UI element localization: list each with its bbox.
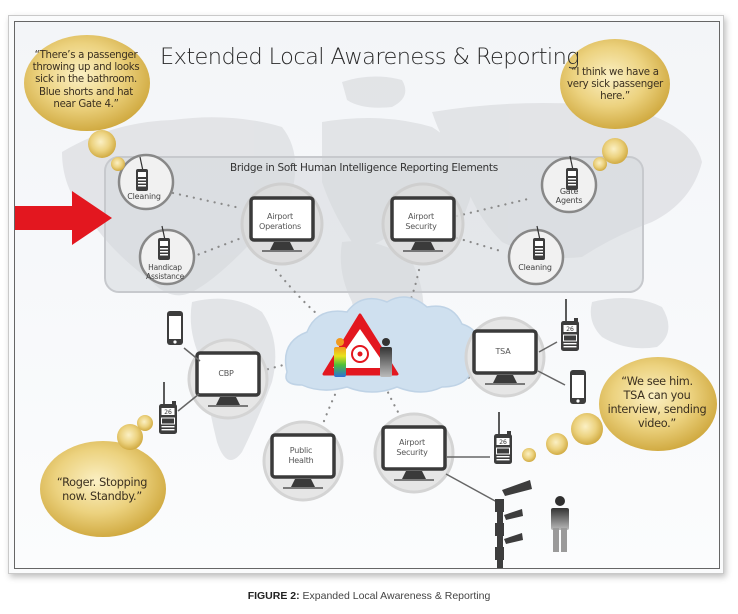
bubble-line: video.” [637,417,676,430]
node-cbp [187,338,269,420]
bubble-line: near Gate 4.” [53,98,119,110]
bubble-gate-agent-report [560,39,670,171]
node-label-cleaning-1: Cleaning [127,192,161,201]
bubble-text-gate-agent-report: “I think we have a very sick passenger h… [560,67,670,104]
smartphone-icon-tsa [570,370,586,404]
figure-canvas: 26 [14,21,720,569]
node-tsa [464,316,546,398]
figure-caption: FIGURE 2: Expanded Local Awareness & Rep… [0,590,738,602]
bubble-line: “I think we have a [571,67,659,78]
node-label-tsa: TSA [495,347,511,356]
bubble-line: now. Standby.” [62,490,142,503]
device-links [177,341,566,503]
bubble-security-reply [522,357,717,462]
bubble-text-cleaning-report: “There’s a passenger throwing up and loo… [22,50,150,111]
bubble-line: throwing up and looks [32,62,140,74]
diagram-svg: 26 [15,35,717,568]
node-airport-operations [240,182,324,266]
page-title: Extended Local Awareness & Reporting [160,44,580,70]
security-cameras-icon [495,480,532,568]
bubble-line: interview, sending [607,403,707,416]
node-public-health [262,420,344,502]
node-airport-security-1 [381,182,465,266]
person-icon-standing [551,496,569,552]
red-arrow-icon [15,191,112,245]
bubble-line: TSA can you [623,389,691,402]
bubble-line: “There’s a passenger [34,50,138,61]
node-airport-security-2 [373,412,455,494]
smartphone-icon-cbp [167,311,183,345]
node-handicap-assistance [138,225,196,286]
node-cleaning-1 [117,153,175,211]
bubble-line: here.” [600,91,630,103]
bubble-text-cbp-reply: “Roger. Stopping now. Standby.” [42,476,162,504]
person-icon [380,338,392,377]
bridge-group-title: Bridge in Soft Human Intelligence Report… [230,162,498,174]
node-cleaning-2 [507,225,565,286]
bubble-cleaning-report [24,35,150,171]
bubble-line: very sick passenger [567,79,663,91]
node-label-cbp: CBP [218,369,234,378]
radio-icon-tsa [560,298,580,352]
infected-person-icon [334,338,346,377]
bubble-line: Blue shorts and hat [39,86,133,98]
bubble-line: sick in the bathroom. [35,74,137,86]
node-label-cleaning-2: Cleaning [518,263,552,272]
bubble-text-security-reply: “We see him. TSA can you interview, send… [598,375,716,431]
bubble-cbp-reply [40,415,166,537]
radio-icon-cbp [158,381,178,435]
figure-frame: 26 [8,15,724,574]
radio-icon-security [493,411,513,465]
caption-text: Expanded Local Awareness & Reporting [299,590,491,602]
bubble-line: “We see him. [621,375,693,388]
node-gate-agents [540,155,598,214]
caption-prefix: FIGURE 2: [247,590,300,602]
bubble-line: “Roger. Stopping [56,476,148,489]
